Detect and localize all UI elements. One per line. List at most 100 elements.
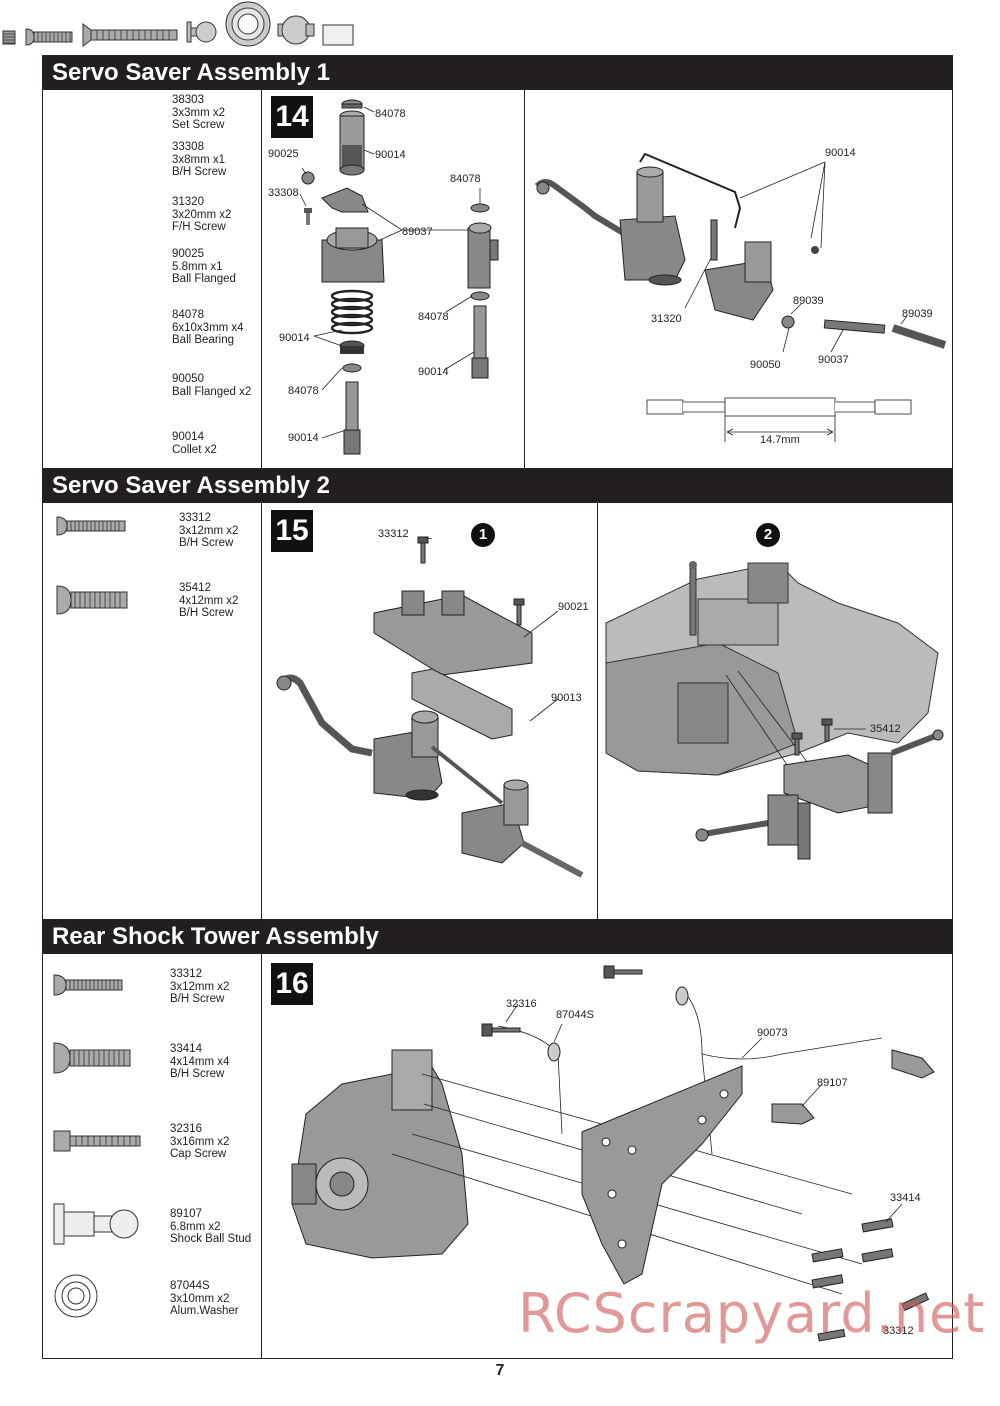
part-code: 31320 xyxy=(172,196,204,208)
part-size: 3x20mm x2 xyxy=(172,208,232,221)
watermark-text: RCScrapyard.net xyxy=(518,1282,986,1345)
part-name: Cap Screw xyxy=(170,1148,227,1160)
part-code: 87044S xyxy=(170,1280,210,1292)
section-header-servo-saver-1: Servo Saver Assembly 1 xyxy=(42,56,953,90)
part-name: Ball Flanged xyxy=(172,273,236,285)
callout-90073: 90073 xyxy=(757,1027,788,1039)
part-code: 33312 xyxy=(170,968,202,980)
part-code: 35412 xyxy=(179,582,211,594)
part-code: 38303 xyxy=(172,94,204,106)
callout-87044S: 87044S xyxy=(556,1009,594,1021)
callout-90014: 90014 xyxy=(375,149,406,161)
callout-32316: 32316 xyxy=(506,998,537,1010)
part-size: 3x16mm x2 xyxy=(170,1135,230,1148)
step-number-16: 16 xyxy=(271,963,313,1005)
rear-shock-tower-diagram xyxy=(291,965,935,1342)
callout-89039: 89039 xyxy=(793,295,824,307)
part-size: 4x12mm x2 xyxy=(179,594,239,607)
callout-90014: 90014 xyxy=(279,332,310,344)
callout-33312: 33312 xyxy=(378,528,409,540)
shock-ball-stud-icon xyxy=(53,1203,139,1245)
chassis-install-diagram xyxy=(605,561,944,860)
bh-screw-icon xyxy=(56,516,126,536)
section-header-servo-saver-2: Servo Saver Assembly 2 xyxy=(42,469,953,503)
fh-screw-icon xyxy=(82,23,178,47)
cap-screw-icon xyxy=(53,1130,141,1152)
callout-89037: 89037 xyxy=(402,226,433,238)
bh-screw-icon xyxy=(25,28,73,46)
ball-flanged-small-icon xyxy=(277,15,315,45)
part-code: 90050 xyxy=(172,373,204,385)
part-name: Shock Ball Stud xyxy=(170,1233,252,1245)
callout-90037: 90037 xyxy=(818,354,849,366)
part-size: Ball Flanged x2 xyxy=(172,385,252,398)
part-size: 3x3mm x2 xyxy=(172,106,226,119)
part-size: 6.8mm x2 xyxy=(170,1220,221,1233)
part-size: 3x12mm x2 xyxy=(179,524,239,537)
divider xyxy=(524,90,525,468)
set-screw-icon xyxy=(2,30,16,45)
part-code: 84078 xyxy=(172,309,204,321)
callout-33312: 33312 xyxy=(883,1325,914,1337)
part-code: 32316 xyxy=(170,1123,202,1135)
part-name: Ball Bearing xyxy=(172,334,235,346)
part-size: 6x10x3mm x4 xyxy=(172,321,244,334)
callout-89039: 89039 xyxy=(902,308,933,320)
substep-2-icon: 2 xyxy=(756,523,780,547)
part-size: 3x12mm x2 xyxy=(170,980,230,993)
divider xyxy=(261,90,262,468)
servo-saver-exploded-diagram xyxy=(299,99,499,455)
callout-90014: 90014 xyxy=(288,432,319,444)
step-number-14: 14 xyxy=(271,96,313,138)
part-name: B/H Screw xyxy=(170,1068,225,1080)
callout-31320: 31320 xyxy=(651,313,682,325)
step-number-15: 15 xyxy=(271,510,313,552)
callout-90021: 90021 xyxy=(558,601,589,613)
part-size: 3x8mm x1 xyxy=(172,153,226,166)
parts-list-1: 38303 3x3mm x2 Set Screw 33308 3x8mm x1 … xyxy=(0,0,1000,456)
divider xyxy=(261,954,262,1358)
part-name: Set Screw xyxy=(172,119,225,131)
callout-89107: 89107 xyxy=(817,1077,848,1089)
ball-bearing-icon xyxy=(225,1,271,47)
page-number: 7 xyxy=(495,1362,505,1379)
callout-33308: 33308 xyxy=(268,187,299,199)
callout-90014: 90014 xyxy=(825,147,856,159)
callout-90025: 90025 xyxy=(268,148,299,160)
part-name: B/H Screw xyxy=(172,166,227,178)
callout-84078: 84078 xyxy=(418,311,449,323)
bh-screw-large-icon xyxy=(56,585,128,615)
callout-90014: 90014 xyxy=(418,366,449,378)
callout-35412: 35412 xyxy=(870,723,901,735)
callout-33414: 33414 xyxy=(890,1192,921,1204)
bh-screw-icon xyxy=(53,974,123,996)
section-header-rear-shock-tower: Rear Shock Tower Assembly xyxy=(42,920,953,954)
part-code: 90025 xyxy=(172,248,204,260)
part-size: Collet x2 xyxy=(172,443,217,456)
servo-saver-mount-diagram xyxy=(276,536,584,878)
part-code: 33308 xyxy=(172,141,204,153)
part-size: 4x14mm x4 xyxy=(170,1055,230,1068)
part-name: B/H Screw xyxy=(179,607,234,619)
part-code: 33312 xyxy=(179,512,211,524)
callout-90050: 90050 xyxy=(750,359,781,371)
substep-1-icon: 1 xyxy=(471,523,495,547)
alum-washer-icon xyxy=(54,1274,98,1318)
ball-flanged-icon xyxy=(186,21,217,43)
divider xyxy=(261,503,262,919)
servo-linkage-diagram xyxy=(534,152,947,442)
section-frame-3 xyxy=(42,919,953,1359)
part-name: Alum.Washer xyxy=(170,1305,239,1317)
collet-icon xyxy=(322,24,354,46)
part-size: 3x10mm x2 xyxy=(170,1292,230,1305)
dimension-label: 14.7mm xyxy=(760,434,800,446)
callout-84078: 84078 xyxy=(375,108,406,120)
part-name: F/H Screw xyxy=(172,221,226,233)
divider xyxy=(597,503,598,919)
callout-90013: 90013 xyxy=(551,692,582,704)
callout-84078: 84078 xyxy=(288,385,319,397)
callout-84078: 84078 xyxy=(450,173,481,185)
part-size: 5.8mm x1 xyxy=(172,260,223,273)
bh-screw-large-icon xyxy=(53,1042,131,1074)
part-name: B/H Screw xyxy=(179,537,234,549)
